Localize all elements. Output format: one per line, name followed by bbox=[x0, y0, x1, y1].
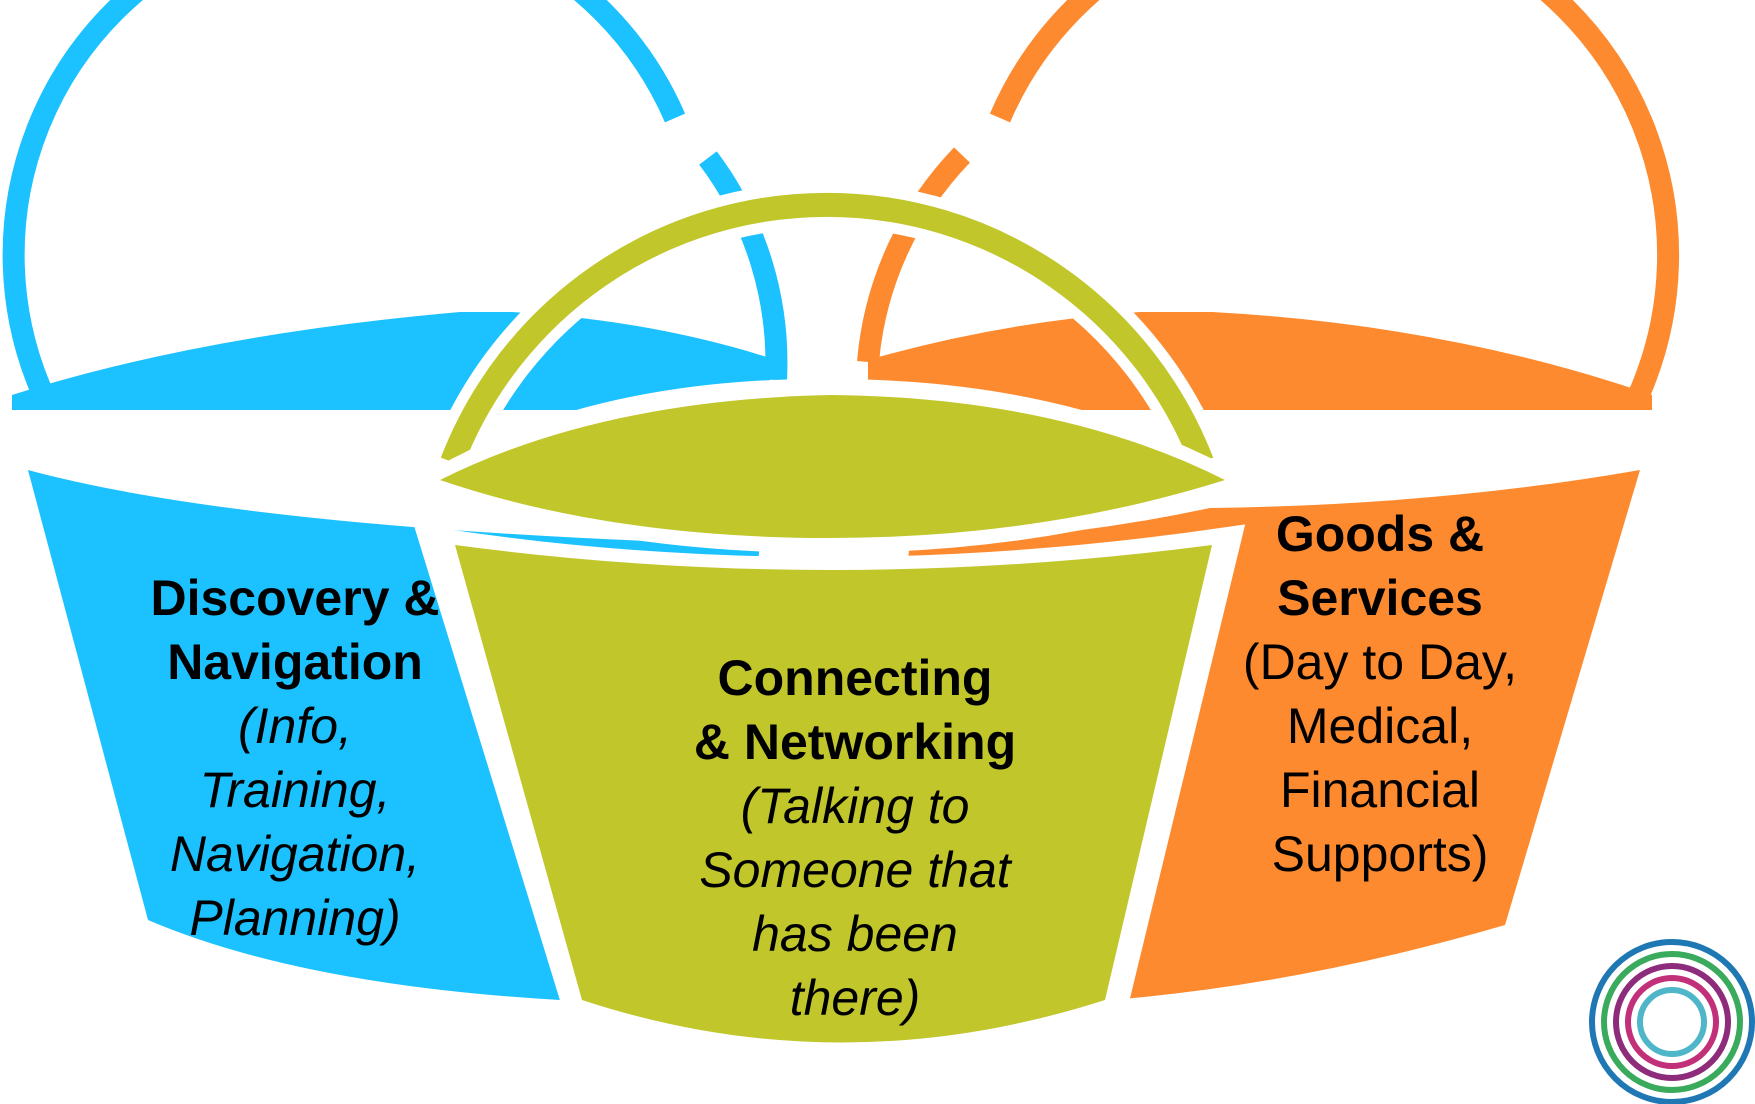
bucket-discovery-title-2: Navigation bbox=[167, 634, 423, 690]
bucket-connecting-handle bbox=[440, 192, 1214, 467]
bucket-discovery bbox=[2, 0, 788, 1000]
bucket-discovery-detail-3: Navigation, bbox=[169, 826, 421, 882]
bucket-goods bbox=[857, 0, 1680, 1000]
bucket-goods-water bbox=[868, 312, 1652, 410]
bucket-goods-detail-3: Financial bbox=[1279, 762, 1481, 818]
bucket-goods-body bbox=[905, 470, 1640, 1000]
bucket-connecting-detail-2: Someone that bbox=[699, 842, 1011, 898]
bucket-connecting bbox=[408, 181, 1259, 1066]
bucket-discovery-detail-2: Training, bbox=[199, 762, 391, 818]
bucket-goods-detail-1: (Day to Day, bbox=[1242, 634, 1518, 690]
bucket-connecting-title-2: & Networking bbox=[693, 714, 1017, 770]
bucket-connecting-body bbox=[455, 545, 1212, 1043]
bucket-discovery-detail-4: Planning) bbox=[189, 890, 401, 946]
bucket-discovery-body bbox=[28, 470, 760, 1000]
bucket-connecting-label: Connecting & Networking (Talking to Some… bbox=[640, 646, 1070, 1030]
bucket-goods-detail-2: Medical, bbox=[1286, 698, 1474, 754]
bucket-connecting-title-1: Connecting bbox=[717, 650, 993, 706]
bucket-discovery-handle bbox=[2, 0, 686, 397]
bucket-goods-detail-4: Supports) bbox=[1271, 826, 1489, 882]
bucket-goods-handle bbox=[857, 147, 970, 363]
concentric-rings-icon bbox=[1589, 939, 1755, 1104]
bucket-goods-label: Goods & Services (Day to Day, Medical, F… bbox=[1200, 502, 1560, 886]
bucket-connecting-detail-3: has been bbox=[752, 906, 958, 962]
bucket-discovery-water bbox=[12, 312, 770, 410]
bucket-discovery-label: Discovery & Navigation (Info, Training, … bbox=[110, 566, 480, 950]
bucket-connecting-detail-4: there) bbox=[789, 970, 921, 1026]
bucket-discovery-handle-right bbox=[699, 151, 788, 381]
bucket-goods-title-2: Services bbox=[1277, 570, 1483, 626]
bucket-discovery-detail-1: (Info, bbox=[238, 698, 352, 754]
bucket-goods-handle-main bbox=[989, 0, 1680, 397]
bucket-discovery-title-1: Discovery & bbox=[150, 570, 440, 626]
bucket-connecting-detail-1: (Talking to bbox=[740, 778, 970, 834]
bucket-connecting-rim bbox=[440, 395, 1225, 538]
bucket-goods-title-1: Goods & bbox=[1275, 506, 1485, 562]
